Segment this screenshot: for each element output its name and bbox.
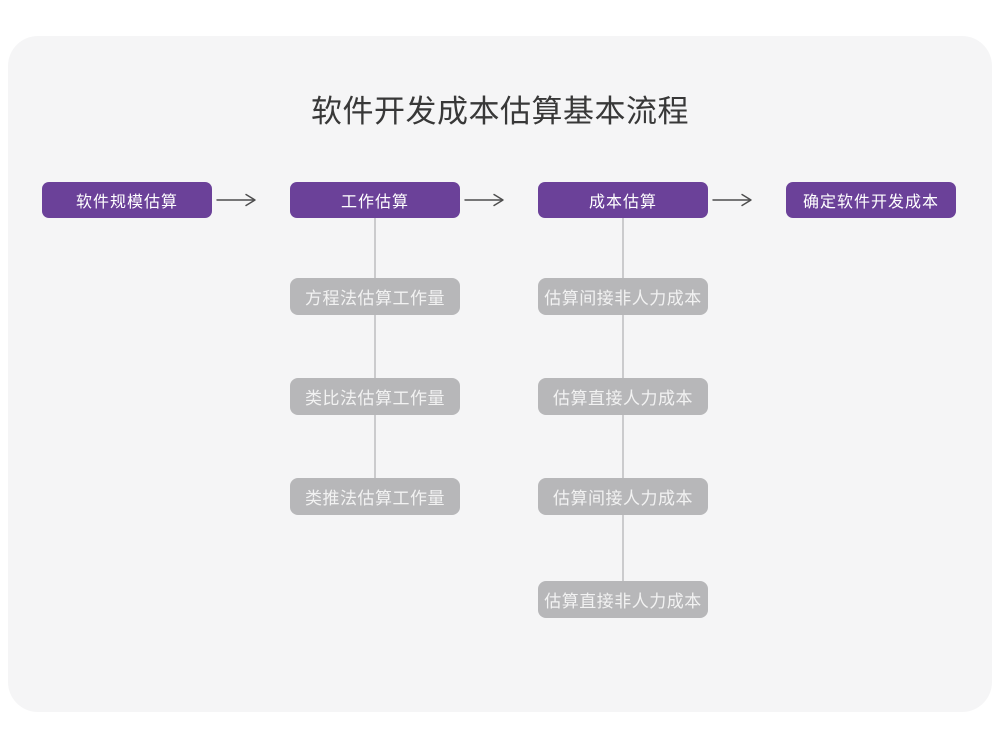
flow-arrow-icon: [215, 193, 259, 207]
canvas-card: 软件开发成本估算基本流程 软件规模估算 工作估算 成本估算 确定软件开发成本 方…: [8, 36, 992, 712]
stage-node-work-estimation: 工作估算: [290, 182, 460, 218]
sub-node-direct-non-labor-cost: 估算直接非人力成本: [538, 581, 708, 618]
diagram-title: 软件开发成本估算基本流程: [311, 94, 689, 129]
sub-node-direct-labor-cost: 估算直接人力成本: [538, 378, 708, 415]
stage-node-cost-estimation: 成本估算: [538, 182, 708, 218]
stage-node-software-scale-estimation: 软件规模估算: [42, 182, 212, 218]
flow-arrow-icon: [463, 193, 507, 207]
sub-node-equation-method: 方程法估算工作量: [290, 278, 460, 315]
sub-node-indirect-non-labor-cost: 估算间接非人力成本: [538, 278, 708, 315]
connector-line-work-estimation: [374, 218, 376, 498]
sub-node-extrapolation-method: 类推法估算工作量: [290, 478, 460, 515]
flow-arrow-icon: [711, 193, 755, 207]
stage-node-determine-software-dev-cost: 确定软件开发成本: [786, 182, 956, 218]
sub-node-indirect-labor-cost: 估算间接人力成本: [538, 478, 708, 515]
sub-node-analogy-method: 类比法估算工作量: [290, 378, 460, 415]
